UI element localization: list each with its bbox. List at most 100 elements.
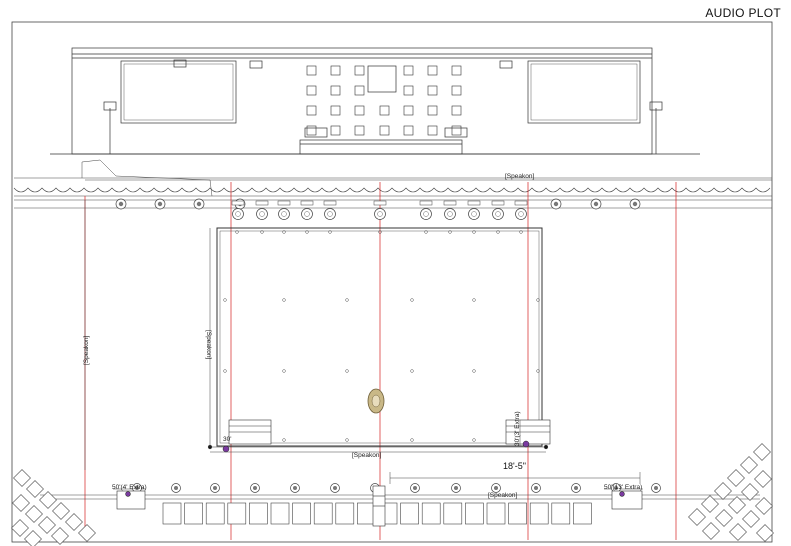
seat-block [741, 483, 759, 501]
seat-block [715, 509, 733, 527]
sheet-title: AUDIO PLOT [705, 6, 781, 20]
speaker-cone [377, 211, 383, 217]
speaker-body [301, 208, 313, 220]
stage-marker [410, 298, 414, 302]
elevation-light [306, 125, 317, 136]
barricade-block [205, 502, 225, 525]
elevation-light [330, 105, 341, 116]
sheet-border [11, 21, 773, 543]
stage-elevation [50, 47, 700, 155]
speaker-cone [518, 211, 524, 217]
center-lectern [372, 485, 386, 527]
truss-fixture-core [553, 201, 559, 207]
monitor-wedge-right [505, 419, 551, 445]
speaker-clamp [443, 200, 457, 206]
center-stage-object [367, 388, 385, 414]
elevation-light [427, 65, 438, 76]
label-cable-top: [Speakon] [505, 173, 534, 180]
seat-block [714, 482, 732, 500]
seat-block [39, 491, 57, 509]
truss-fixture-core [614, 486, 618, 490]
seat-block [24, 530, 42, 546]
speaker-body [420, 208, 432, 220]
label-dim-30-left: 30' [223, 436, 231, 443]
speaker-cone [281, 211, 287, 217]
elevation-screen-right [527, 60, 641, 124]
stage-marker [260, 230, 264, 234]
label-dim-50-left: 50'(4' Extra) [112, 484, 147, 491]
speaker-clamp [277, 200, 291, 206]
speaker-body [232, 208, 244, 220]
speaker-cone [327, 211, 333, 217]
seat-block [728, 496, 746, 514]
seating-right [688, 443, 774, 542]
barricade-block [292, 502, 311, 525]
elevation-light [354, 65, 365, 76]
seat-block [12, 494, 30, 512]
elevation-light [330, 65, 341, 76]
seat-block [740, 456, 758, 474]
truss-fixture-core [196, 201, 202, 207]
elevation-light [306, 85, 317, 96]
stage-marker [424, 230, 428, 234]
stage-marker [410, 438, 414, 442]
truss-fixture-core [454, 486, 458, 490]
elevation-light [379, 105, 390, 116]
truss-fixture-core [654, 486, 658, 490]
stage-marker [282, 298, 286, 302]
elevation-light [451, 65, 462, 76]
barricade-block [162, 502, 182, 525]
barricade-block [249, 502, 268, 525]
truss-fixture-core [333, 486, 337, 490]
stage-marker [472, 230, 476, 234]
speaker-clamp [300, 200, 314, 206]
elevation-light [330, 125, 341, 136]
stage-marker [282, 369, 286, 373]
stage-marker [345, 438, 349, 442]
cable-runs [40, 179, 772, 500]
speaker-clamp [323, 200, 337, 206]
elevation-light [379, 125, 390, 136]
label-dim-18-5: 18'-5" [503, 461, 526, 471]
truss-fixture-core [494, 486, 498, 490]
elevation-light [451, 125, 462, 136]
truss-fixture-core [213, 486, 217, 490]
elevation-light [427, 85, 438, 96]
speaker-cone [235, 211, 241, 217]
speaker-clamp [373, 200, 387, 206]
stage-marker [519, 230, 523, 234]
speaker-body [515, 208, 527, 220]
barricade-block [421, 502, 441, 525]
speaker-body [324, 208, 336, 220]
elevation-light [451, 85, 462, 96]
stage-marker [223, 298, 227, 302]
truss-fixture-core [118, 201, 124, 207]
label-cable-left: [Speakon] [83, 336, 90, 365]
barricade-block [529, 502, 549, 525]
truss-fixture-core [413, 486, 417, 490]
speaker-body [374, 208, 386, 220]
stage-marker [448, 230, 452, 234]
stage-marker [235, 230, 239, 234]
barricade-row [162, 502, 592, 525]
seat-block [702, 522, 720, 540]
speaker-cone [304, 211, 310, 217]
barricade-block [486, 502, 506, 525]
elevation-light [306, 105, 317, 116]
truss-fixture-core [157, 201, 163, 207]
truss-fixture-core [174, 486, 178, 490]
seat-block [13, 469, 31, 487]
seat-block [754, 470, 772, 488]
barricade-block [508, 502, 527, 525]
stage-marker [536, 369, 540, 373]
label-dim-50-right: 50'(13' Extra) [604, 484, 642, 491]
elevation-light [403, 65, 414, 76]
elevation-light [354, 105, 365, 116]
barricade-block [573, 502, 592, 525]
speaker-clamp [514, 200, 528, 206]
seat-block [26, 480, 44, 498]
speaker-cone [447, 211, 453, 217]
stage-marker [536, 298, 540, 302]
label-cable-bottom: [Speakon] [488, 492, 517, 499]
speaker-body [444, 208, 456, 220]
